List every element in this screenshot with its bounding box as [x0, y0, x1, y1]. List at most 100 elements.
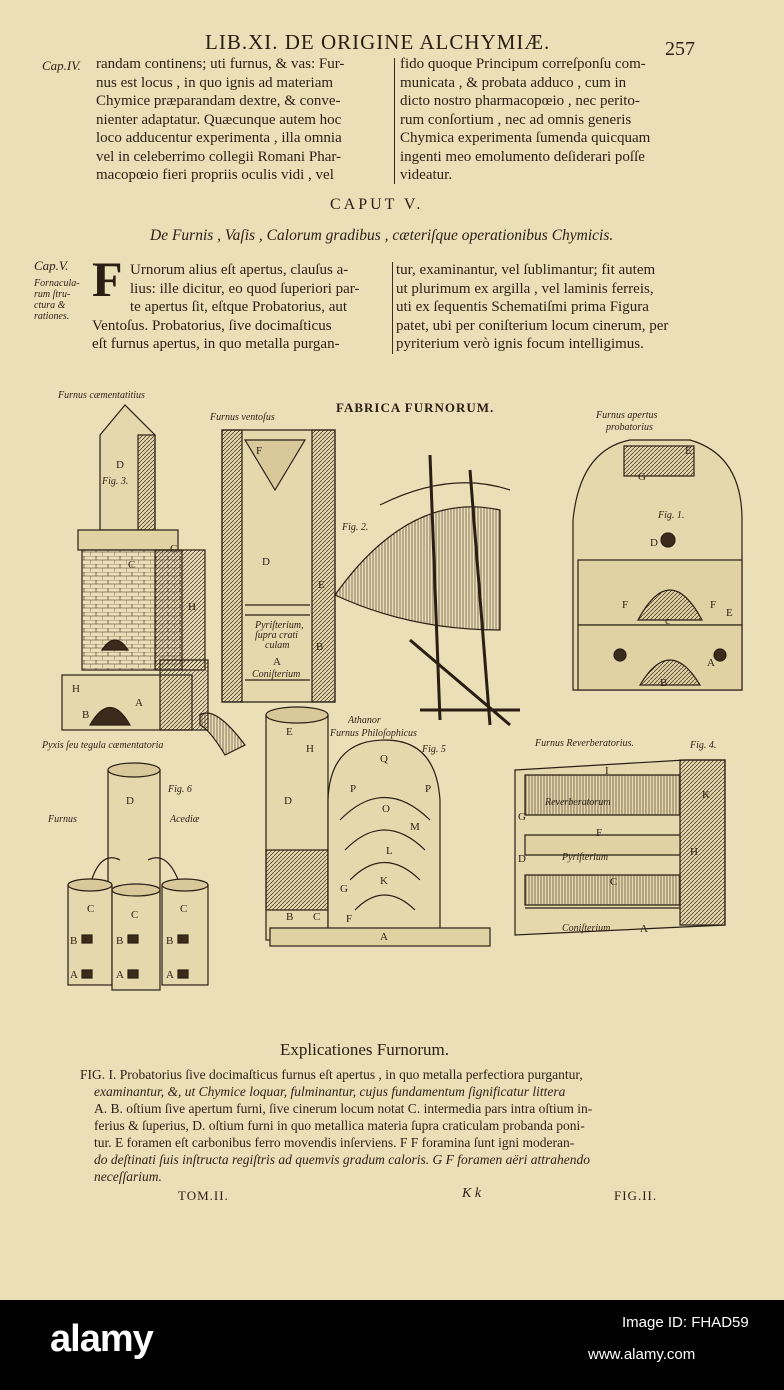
- text-line: Ventoſus. Probatorius, ſive docimaſticus: [92, 317, 332, 334]
- letter-label: D: [518, 853, 526, 865]
- letter-label: H: [690, 846, 698, 858]
- letter-label: H: [306, 743, 314, 755]
- page-number: 257: [665, 38, 695, 60]
- plate-title: FABRICA FURNORUM.: [336, 400, 494, 415]
- letter-label: A: [116, 969, 124, 981]
- letter-label: Q: [380, 753, 388, 765]
- label-ventosus: Furnus ventoſus: [209, 412, 275, 423]
- margin-note-cap5: Cap.V.: [34, 258, 69, 273]
- banner-url[interactable]: www.alamy.com: [588, 1346, 696, 1363]
- assay-furnace: [572, 439, 743, 691]
- label-reverberatorius: Furnus Reverberatorius.: [534, 738, 634, 749]
- text-line: fido quoque Principum correſponſu com-: [400, 56, 646, 72]
- reverberatory-furnace: [514, 759, 726, 936]
- letter-label: P: [425, 783, 431, 795]
- top-right-column: fido quoque Principum correſponſu com- m…: [400, 55, 650, 185]
- fig6-label: Fig. 6: [167, 784, 192, 795]
- book-page: LIB.XI. DE ORIGINE ALCHYMIÆ. 257 Cap.IV.…: [34, 30, 743, 1203]
- bellows: [334, 454, 520, 727]
- text-line: videatur.: [400, 167, 453, 183]
- text-line: ingenti meo emolumento deſiderari poſſe: [400, 148, 645, 165]
- letter-label: K: [702, 789, 710, 801]
- text-line: macopœio fieri propriis oculis vidi , ve…: [96, 167, 334, 183]
- label-reverberatorum: Reverberatorum: [544, 797, 611, 808]
- margin-note-cap4: Cap.IV.: [42, 58, 81, 73]
- letter-label: B: [166, 935, 173, 947]
- letter-label: E: [286, 726, 293, 738]
- explanation-title: Explicationes Furnorum.: [280, 1040, 450, 1059]
- letter-label: C: [87, 903, 94, 915]
- label-pyriterium: Pyriſterium,: [254, 620, 304, 631]
- label-probatorius: probatorius: [605, 422, 653, 433]
- letter-label: D: [650, 537, 658, 549]
- text-line: loco adducentur experimenta , illa omnia: [96, 130, 342, 146]
- second-left-column: Urnorum alius eſt apertus, clauſus a- li…: [92, 261, 359, 354]
- letter-label: P: [350, 783, 356, 795]
- text-line: examinantur, &, ut Chymice loquar, fulmi…: [94, 1084, 566, 1099]
- text-line: rum conſortium , nec ad omnis generis: [400, 111, 632, 128]
- athanor: [265, 706, 491, 947]
- letter-label: K: [380, 875, 388, 887]
- letter-label: D: [116, 459, 124, 471]
- label-pyriterium-2: ſupra crati: [255, 630, 298, 641]
- label-athanor: Athanor: [347, 715, 381, 726]
- label-acediae: Acediæ: [169, 814, 200, 825]
- chapter-subtitle: De Furnis , Vaſis , Calorum gradibus , c…: [150, 227, 614, 244]
- cementation-furnace: [61, 404, 246, 756]
- second-right-column: tur, examinantur, vel ſublimantur; fit a…: [396, 261, 668, 354]
- label-conisterium: Coniſterium: [252, 669, 300, 680]
- letter-label: C: [170, 543, 177, 555]
- text-line: te apertus ſit, eſtque Probatorius, aut: [130, 299, 348, 315]
- furnaces-engraving: FABRICA FURNORUM. Furnus cæmentatitius F…: [41, 390, 743, 991]
- footer-catchword: FIG.II.: [614, 1188, 658, 1203]
- text-line: uti ex ſequentis Schematiſmi prima Figur…: [396, 299, 649, 315]
- letter-label: I: [605, 765, 609, 777]
- text-line: A. B. oſtium ſive apertum furni, ſive ci…: [94, 1101, 593, 1116]
- letter-label: F: [596, 827, 602, 839]
- text-line: pyriterium verò ignis focum intelligimus…: [396, 336, 644, 352]
- letter-label: D: [284, 795, 292, 807]
- letter-label: A: [166, 969, 174, 981]
- label-pyristerium: Pyriſterium: [561, 852, 608, 863]
- stock-banner: alamy Image ID: FHAD59 www.alamy.com: [0, 1300, 784, 1390]
- alamy-logo: alamy: [50, 1318, 154, 1360]
- wind-furnace: [221, 429, 336, 703]
- label-philosophicus: Furnus Philoſophicus: [329, 728, 417, 739]
- letter-label: C: [180, 903, 187, 915]
- text-line: do deſtinati ſuis inſtructa regiſtris ad…: [94, 1152, 590, 1167]
- text-line: Chymica experimenta ſumenda quicquam: [400, 130, 651, 146]
- letter-label: A: [70, 969, 78, 981]
- letter-label: A: [380, 931, 388, 943]
- text-line: vel in celeberrimo collegii Romani Phar-: [96, 148, 342, 165]
- text-line: nienter adaptatur. Quæcunque autem hoc: [96, 111, 342, 128]
- label-pyriterium-3: culam: [265, 640, 289, 651]
- letter-label: F: [256, 445, 262, 457]
- letter-label: M: [410, 821, 420, 833]
- letter-label: C: [313, 911, 320, 923]
- text-line: Urnorum alius eſt apertus, clauſus a-: [130, 262, 349, 278]
- letter-label: B: [316, 641, 323, 653]
- letter-label: F: [622, 599, 628, 611]
- drop-cap: F: [92, 251, 123, 307]
- letter-label: G: [518, 811, 526, 823]
- chapter-heading: CAPUT V.: [330, 196, 424, 213]
- letter-label: O: [382, 803, 390, 815]
- letter-label: F: [710, 599, 716, 611]
- letter-label: E: [318, 579, 325, 591]
- letter-label: G: [638, 471, 646, 483]
- letter-label: A: [707, 657, 715, 669]
- fig1-label: Fig. 1.: [657, 510, 684, 521]
- fig2-label: Fig. 2.: [341, 522, 368, 533]
- letter-label: A: [640, 923, 648, 935]
- text-line: patet, ubi per coniſterium locum cinerum…: [396, 317, 669, 334]
- label-apertus: Furnus apertus: [595, 410, 658, 421]
- letter-label: D: [262, 556, 270, 568]
- column-divider: [392, 262, 393, 354]
- text-line: municata , & probata adduco , cum in: [400, 74, 627, 91]
- letter-label: G: [340, 883, 348, 895]
- footer-signature: K k: [462, 1186, 482, 1201]
- text-line: neceſſarium.: [94, 1169, 162, 1184]
- letter-label: C: [128, 559, 135, 571]
- letter-label: L: [386, 845, 393, 857]
- letter-label: B: [82, 709, 89, 721]
